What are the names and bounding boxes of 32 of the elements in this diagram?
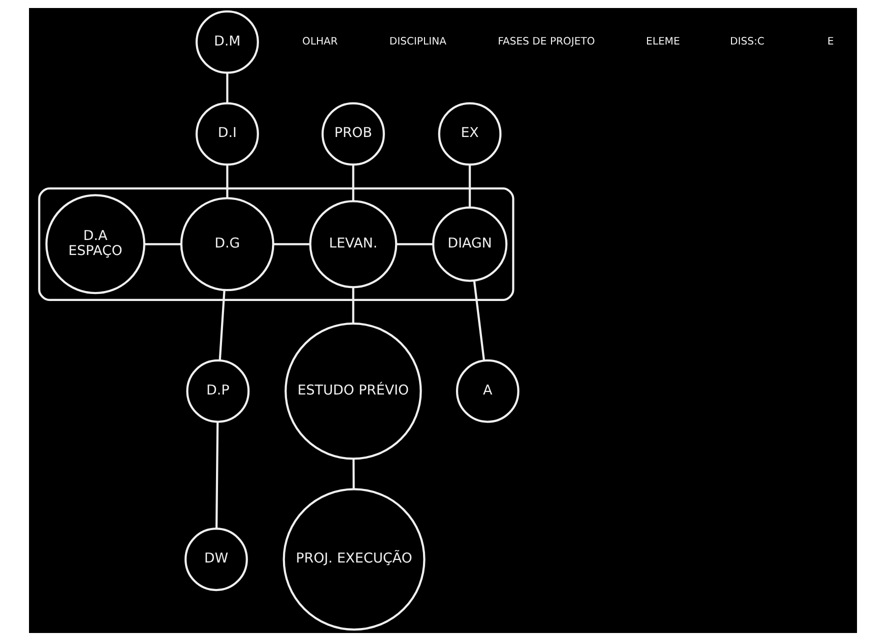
node-circle: LEVAN. (308, 200, 397, 288)
connector (352, 458, 354, 489)
node-circle: DIAGN (432, 206, 507, 282)
connector (352, 164, 354, 201)
label: DISCIPLINA (388, 36, 446, 48)
node-circle: ESTUDO PRÉVIO (284, 322, 422, 460)
label: DISS:C (730, 36, 764, 48)
label: ELEME (646, 36, 680, 48)
connector (226, 72, 228, 104)
connector (352, 287, 354, 324)
node-circle: D.I (195, 102, 258, 166)
label: FASES DE PROJETO (497, 36, 594, 48)
node-circle: EX (438, 102, 501, 166)
connector (396, 243, 433, 246)
node-circle: A (455, 359, 519, 423)
node-circle: D.A ESPAÇO (44, 194, 145, 294)
connector (468, 164, 470, 208)
label: OLHAR (302, 36, 338, 48)
connector (272, 243, 310, 246)
node-circle: D.M (195, 10, 258, 74)
node-circle: DW (184, 528, 248, 592)
connector (144, 243, 181, 246)
connector (472, 280, 485, 361)
node-circle: PROB (321, 102, 384, 166)
cluster (38, 187, 514, 301)
node-circle: PROJ. EXECUÇÃO (282, 488, 425, 631)
label: E (826, 36, 834, 48)
connector (218, 290, 225, 361)
node-circle: D.G (180, 197, 274, 292)
connector (214, 422, 218, 529)
node-circle: D.P (186, 359, 250, 423)
connector (226, 164, 228, 198)
